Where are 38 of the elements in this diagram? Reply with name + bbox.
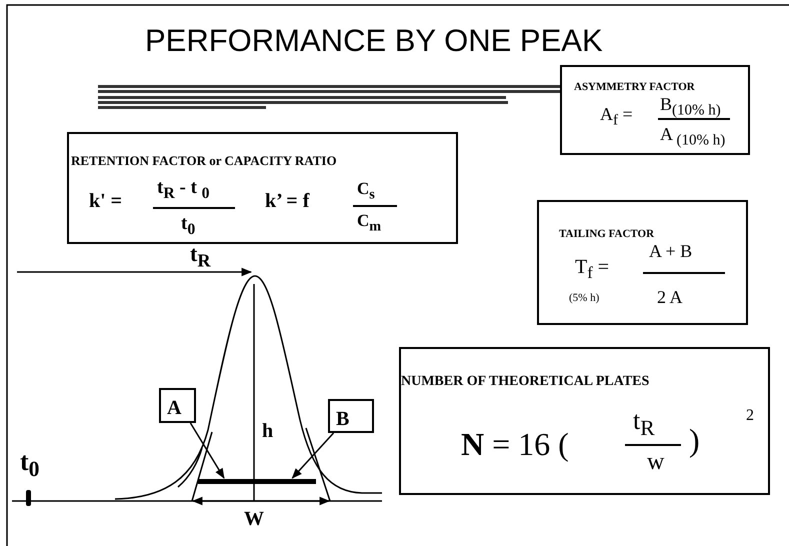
label-box xyxy=(328,399,374,433)
axis-label: t$_{R}$ xyxy=(190,242,211,271)
label-box xyxy=(159,388,196,423)
formula-text: t$_{R}$ - t $_{0}$ xyxy=(157,178,210,202)
formula-box xyxy=(399,347,770,495)
formula-text: t$_{R}$ xyxy=(633,407,655,442)
formula-text: T$_{f}$ = xyxy=(575,256,610,282)
formula-box xyxy=(537,200,748,325)
formula-text: w xyxy=(647,449,664,476)
formula-text: 2 xyxy=(746,407,754,425)
formula-text: (5% h) xyxy=(569,292,600,304)
formula-text: N = 16 ( xyxy=(461,427,569,462)
formula-text: C$_{s}$ xyxy=(357,180,375,203)
formula-text: A $_{(10% h)}$ xyxy=(660,125,726,150)
box-label: A xyxy=(167,397,182,419)
slide-title: PERFORMANCE BY ONE PEAK xyxy=(145,24,603,58)
formula-text: k’ = f xyxy=(265,190,310,212)
formula-text: k' = xyxy=(89,190,122,212)
axis-label: h xyxy=(262,420,274,442)
formula-text: A$_{f}$ = xyxy=(600,105,633,130)
formula-text: 2 A xyxy=(657,288,683,308)
formula-box xyxy=(67,132,458,244)
formula-text: B$_{(10% h)}$ xyxy=(660,95,721,120)
axis-label: t$_{0}$ xyxy=(20,448,40,482)
box-heading: RETENTION FACTOR or CAPACITY RATIO xyxy=(71,154,337,168)
width-bar xyxy=(198,479,316,484)
leader-arrow xyxy=(190,422,225,479)
box-heading: TAILING FACTOR xyxy=(559,228,654,240)
formula-text: A + B xyxy=(649,242,692,262)
formula-text: ) xyxy=(689,423,700,458)
leader-arrow xyxy=(292,432,334,479)
formula-text: t$_{0}$ xyxy=(181,214,196,238)
formula-box xyxy=(560,65,750,155)
box-label: B xyxy=(336,408,350,430)
box-heading: NUMBER OF THEORETICAL PLATES xyxy=(401,374,650,390)
axis-label: W xyxy=(244,508,264,530)
box-heading: ASYMMETRY FACTOR xyxy=(574,81,695,94)
formula-text: C$_{m}$ xyxy=(357,212,382,235)
